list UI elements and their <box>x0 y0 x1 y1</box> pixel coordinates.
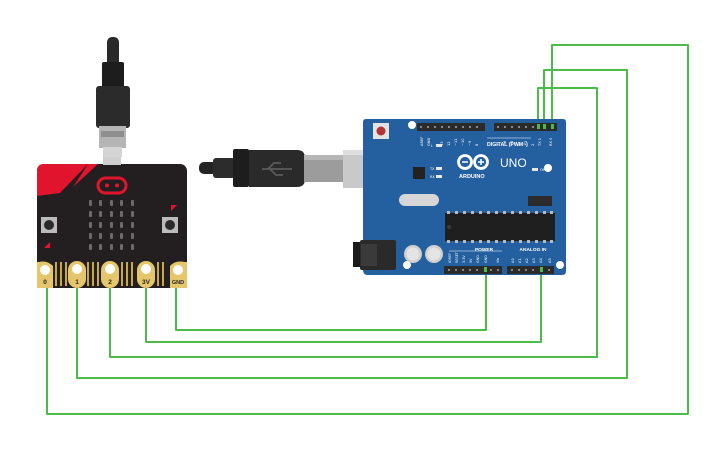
power-pin-label: GND <box>484 255 488 263</box>
arduino-board: AREF GND 13 12 ~11 ~10 ~9 8 7 ~6 ~5 4 ~3… <box>353 119 566 275</box>
analog-pin-label: A5 <box>548 258 552 263</box>
led-l <box>436 144 442 147</box>
icsp-header <box>528 196 552 206</box>
led-rx <box>436 175 442 178</box>
arduino-logo <box>457 154 489 170</box>
digital-header-left[interactable] <box>417 123 485 131</box>
arduino-brand: ARDUINO <box>459 174 485 180</box>
wire-gnd-to-gnd[interactable] <box>175 268 487 331</box>
power-header[interactable] <box>444 266 502 274</box>
analog-header[interactable] <box>507 266 554 274</box>
microbit-red-accent-left <box>37 164 88 196</box>
digital-pin-label: ~10 <box>461 138 465 146</box>
button-b-marker <box>171 205 177 211</box>
digital-pin-label: ~3 <box>524 141 528 146</box>
digital-pin-label: RX 0 <box>549 137 553 146</box>
microbit-button-b[interactable] <box>162 217 178 233</box>
analog-pin-label: A2 <box>525 258 529 263</box>
digital-pin-label: 2 <box>531 144 535 146</box>
wire-pin0-to-rx0[interactable] <box>46 44 689 415</box>
microbit-pin-label-0: 0 <box>43 279 47 286</box>
microbit-pin-label-1: 1 <box>75 279 79 286</box>
led-on <box>532 168 538 171</box>
button-a-marker <box>44 242 50 248</box>
microbit-board: 0 1 2 3V GND <box>37 157 187 288</box>
wire-pin1-to-tx1[interactable] <box>76 69 628 379</box>
microbit-button-a[interactable] <box>41 217 57 233</box>
crystal-oscillator <box>399 194 439 206</box>
analog-pin-label: A4 <box>539 258 543 263</box>
digital-pin-label: ~11 <box>454 138 458 146</box>
power-pin-label: IOREF <box>448 253 452 263</box>
microbit-pin-label-2: 2 <box>108 279 112 286</box>
digital-pin-label: AREF <box>420 137 424 146</box>
digital-pin-label: ~9 <box>468 140 472 146</box>
microbit-pin-label-3v: 3V <box>142 279 151 286</box>
digital-pin-label: 13 <box>440 141 444 146</box>
digital-pin-label: 8 <box>475 143 479 146</box>
power-pin-label: RESET <box>455 251 459 263</box>
microbit-edge-strips <box>55 262 164 286</box>
digital-pin-label: 7 <box>496 144 500 146</box>
wires <box>46 44 689 415</box>
usb-symbol-icon <box>262 162 292 176</box>
digital-pin-label: ~5 <box>510 141 514 146</box>
led-tx <box>436 167 442 170</box>
wire-pin2-to-d2[interactable] <box>109 87 598 358</box>
power-pin-label: 5V <box>469 258 473 263</box>
svg-text:TX: TX <box>429 167 435 171</box>
power-pin-label: GND <box>476 255 480 263</box>
svg-text:ON: ON <box>540 167 546 172</box>
atmega-chip <box>445 211 555 243</box>
digital-pin-label: 4 <box>517 143 521 146</box>
microbit-usb-cable <box>96 37 130 157</box>
power-header-label: POWER <box>475 247 494 253</box>
digital-pin-label: TX 1 <box>538 138 542 147</box>
digital-header-label: DIGITAL (PWM~) <box>487 142 528 148</box>
microbit-logo <box>96 176 128 195</box>
microbit-pin-label-gnd: GND <box>172 280 184 286</box>
arduino-model: UNO <box>500 156 527 170</box>
analog-pin-label: A3 <box>532 258 536 263</box>
analog-pin-label: A0 <box>511 258 515 263</box>
power-jack <box>353 240 396 270</box>
arduino-reset-button[interactable] <box>373 123 389 139</box>
svg-text:RX: RX <box>430 175 435 179</box>
digital-pin-label: 12 <box>447 141 451 146</box>
microbit-red-accent-right <box>73 164 98 187</box>
power-pin-label: Vin <box>496 258 500 263</box>
analog-pin-label: A1 <box>518 258 522 263</box>
svg-text:L: L <box>431 144 433 148</box>
wire-3v-to-a4[interactable] <box>145 268 542 343</box>
analog-header-label: ANALOG IN <box>520 247 547 253</box>
digital-pin-label: GND <box>427 138 431 146</box>
digital-pin-label: ~6 <box>503 140 507 146</box>
power-pin-label: 3.3V <box>462 255 466 263</box>
microbit-led-matrix <box>89 200 134 250</box>
usb-chip <box>413 167 425 179</box>
